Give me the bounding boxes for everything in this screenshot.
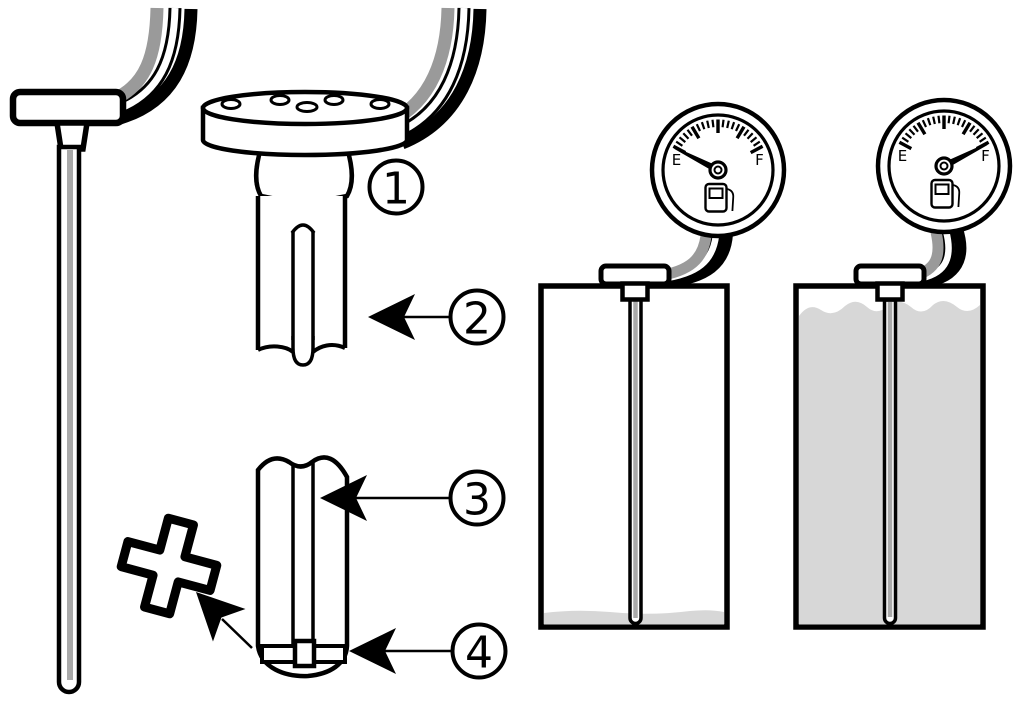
gauge-tick-minor <box>675 140 684 147</box>
full-tank-figure: E F <box>793 97 1013 630</box>
pump-nozzle <box>952 184 961 208</box>
gauge-label-f: F <box>981 147 990 165</box>
tank-sender-neck <box>620 281 650 302</box>
gauge-tick-minor <box>972 128 980 136</box>
gauge-tick-minor <box>752 140 761 147</box>
gauge-tick-major <box>735 125 746 140</box>
arrowhead-icon <box>368 294 415 340</box>
pump-window <box>934 183 950 195</box>
callout-circle <box>448 469 506 527</box>
gauge-tick-minor <box>706 120 710 129</box>
gauge-tick-minor <box>912 125 919 133</box>
gauge-tick-minor <box>726 120 730 129</box>
gauge-tick-minor <box>735 123 741 132</box>
retainer-band-lock <box>292 638 317 669</box>
gauge-tick-minor <box>682 132 690 140</box>
gauge-tick-major <box>961 121 972 136</box>
head-assembly <box>200 7 487 367</box>
callout-4: 4 <box>349 622 508 680</box>
callout-2: 2 <box>368 288 506 346</box>
gauge-tick-minor <box>947 115 951 124</box>
gauge-label-e: E <box>898 147 907 165</box>
gauge-tick-minor <box>961 119 967 128</box>
pump-window <box>708 187 724 199</box>
inner-rod-tip <box>291 336 315 367</box>
callout-number: 4 <box>465 628 493 679</box>
wire-white <box>114 7 179 114</box>
gauge-tick-major <box>690 125 701 140</box>
arrowhead-icon <box>320 475 367 521</box>
cross-retainer-clip <box>116 513 222 619</box>
gauge-tick-minor <box>700 121 706 130</box>
gauge-tick-minor <box>975 132 984 139</box>
lower-tube-body <box>255 455 350 679</box>
flange-hole <box>295 101 319 113</box>
callout-circle <box>450 622 508 680</box>
inner-rod-dome <box>290 223 316 235</box>
gauge-label-e: E <box>672 151 681 169</box>
gauge-tick-minor <box>901 136 910 143</box>
flange-hole <box>369 98 391 110</box>
gauge-tick-major <box>916 121 927 136</box>
tube-break-edge <box>257 344 295 354</box>
wire-black <box>117 8 198 125</box>
arrowhead-icon <box>196 592 246 642</box>
flange-hole <box>269 94 291 106</box>
outer-tube-fill <box>258 196 345 356</box>
tube-break-edge <box>311 343 346 354</box>
callout-number: 2 <box>463 294 491 345</box>
gauge-tick-major <box>749 144 764 155</box>
gauge-tick-minor <box>969 125 976 133</box>
gauge-tick-minor <box>721 119 725 128</box>
gauge-tick-minor <box>743 129 750 137</box>
gauge-hub-pin <box>713 165 723 175</box>
cross-pointer <box>196 592 253 649</box>
gauge-tick-minor <box>678 136 687 143</box>
callout-circle <box>448 288 506 346</box>
wire-white <box>395 7 468 137</box>
fuel-gauge-full: E F <box>875 97 1013 235</box>
fuel-pump-icon <box>704 182 735 213</box>
tank-sender-neck <box>875 281 905 302</box>
callout-circle <box>367 158 425 216</box>
gauge-tick-minor <box>711 119 715 128</box>
gauge-tick-minor <box>730 121 736 130</box>
sender-side-view <box>9 7 198 695</box>
sender-neck <box>53 120 91 152</box>
gauge-tick-minor <box>978 136 987 143</box>
flange-hole <box>220 98 242 110</box>
gauge-tick-minor <box>904 132 913 139</box>
pump-nozzle <box>726 188 735 212</box>
sender-cap <box>9 88 127 127</box>
gauge-tick-minor <box>908 128 916 136</box>
gauge-tick-minor <box>695 123 701 132</box>
callout-3: 3 <box>320 469 506 527</box>
gauge-tick-minor <box>746 132 754 140</box>
gauge-tick-minor <box>686 129 693 137</box>
flange-hole <box>323 94 345 106</box>
fuel-pump-icon <box>930 178 961 209</box>
gauge-tick-major <box>898 140 913 151</box>
wire-black <box>399 8 487 150</box>
gauge-tick-minor <box>926 117 932 126</box>
gauge-tick-minor <box>952 116 956 125</box>
gauge-tick-minor <box>749 136 758 143</box>
empty-tank-figure: E F <box>538 101 787 630</box>
tube-lower-section <box>255 455 350 679</box>
gauge-tick-minor <box>956 117 962 126</box>
gauge-tick-minor <box>937 115 941 124</box>
fuel-gauge-empty: E F <box>649 101 787 239</box>
callout-number: 1 <box>382 164 410 215</box>
gauge-hub-pin <box>939 161 949 171</box>
arrowhead-icon <box>349 628 396 674</box>
leader-line <box>221 618 253 649</box>
callout-number: 3 <box>463 475 491 526</box>
gauge-tick-minor <box>921 119 927 128</box>
gauge-tick-minor <box>932 116 936 125</box>
gauge-label-f: F <box>755 151 764 169</box>
cross-shape <box>116 513 222 619</box>
callout-1: 1 <box>367 158 425 216</box>
